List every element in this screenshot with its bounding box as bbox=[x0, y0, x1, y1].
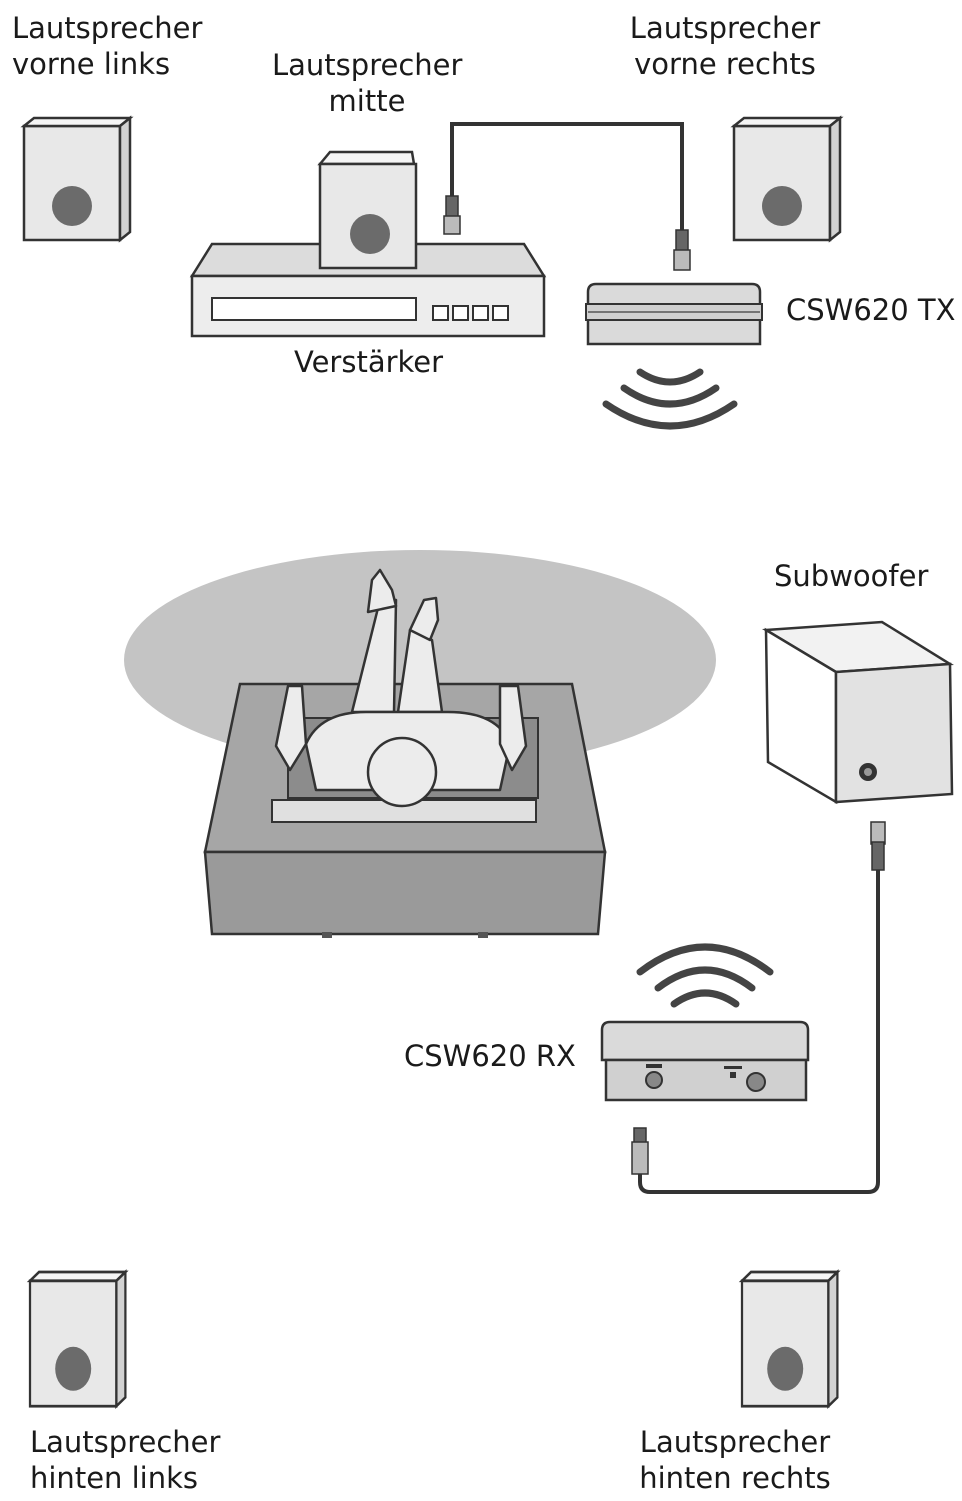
front-right-speaker bbox=[732, 116, 842, 242]
rear-left-label: Lautsprecher hinten links bbox=[30, 1425, 221, 1495]
rx-to-sub-cable bbox=[638, 868, 880, 1194]
amplifier-plug-icon bbox=[443, 195, 461, 235]
transmitter-unit bbox=[585, 282, 763, 346]
subwoofer-label: Subwoofer bbox=[774, 559, 929, 593]
person-figure bbox=[274, 568, 528, 808]
front-left-speaker bbox=[22, 116, 132, 242]
center-speaker bbox=[317, 150, 418, 270]
transmitter-plug-icon bbox=[673, 229, 691, 271]
transmitter-label: CSW620 TX bbox=[786, 293, 956, 327]
front-left-label: Lautsprecher vorne links bbox=[12, 11, 203, 81]
receiver-plug-icon bbox=[631, 1127, 649, 1175]
center-speaker-label: Lautsprecher mitte bbox=[272, 48, 463, 118]
rear-right-label: Lautsprecher hinten rechts bbox=[639, 1425, 831, 1495]
receiver-unit bbox=[600, 1020, 810, 1102]
rear-right-speaker bbox=[740, 1270, 839, 1408]
subwoofer-unit bbox=[761, 620, 954, 805]
transmitter-signal-icon bbox=[602, 368, 738, 430]
amplifier-label: Verstärker bbox=[294, 345, 444, 379]
amp-to-tx-cable bbox=[450, 122, 684, 250]
front-right-label: Lautsprecher vorne rechts bbox=[629, 11, 821, 81]
receiver-label: CSW620 RX bbox=[404, 1039, 576, 1073]
receiver-signal-icon bbox=[636, 943, 774, 1008]
subwoofer-plug-icon bbox=[870, 821, 886, 871]
amplifier-unit bbox=[189, 242, 547, 338]
rear-left-speaker bbox=[28, 1270, 127, 1408]
